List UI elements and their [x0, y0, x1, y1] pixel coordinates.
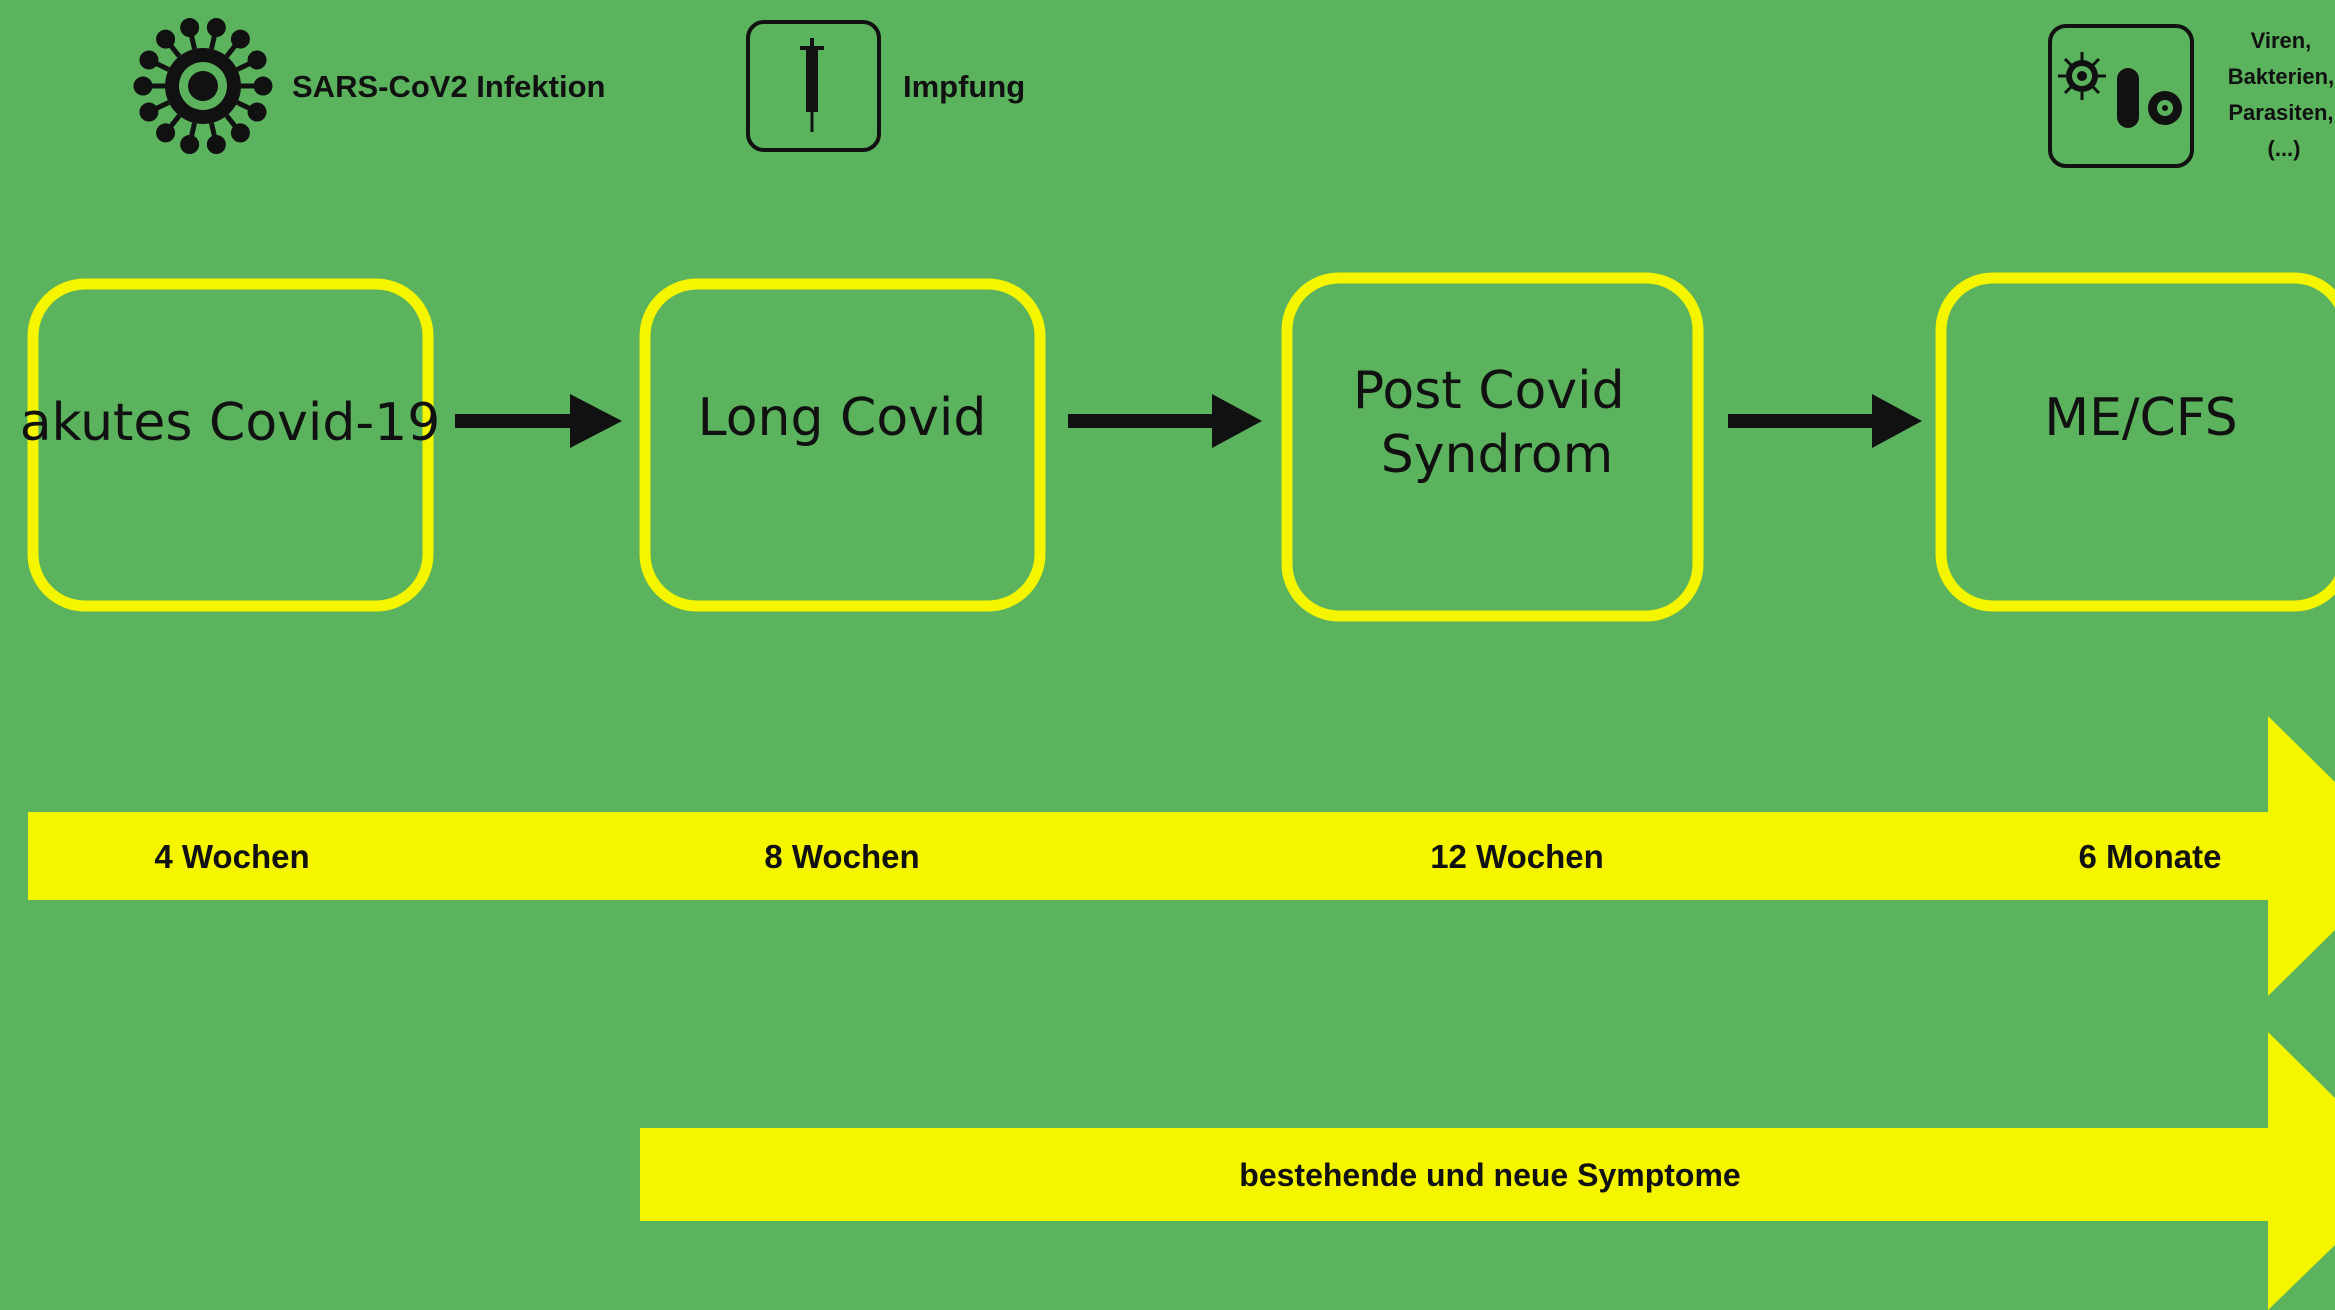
pathogens-line-etc: (...) [2268, 136, 2301, 161]
stage-box-mecfs: ME/CFS [1935, 272, 2335, 612]
pathogens-line-parasites: Parasiten, [2228, 100, 2333, 125]
stage-label-post-covid-line1: Post Covid [1353, 361, 1625, 421]
timeline-band [28, 716, 2335, 996]
timeline-label-12-weeks: 12 Wochen [1430, 838, 1604, 875]
timeline-label-6-months: 6 Monate [2078, 838, 2221, 875]
symptoms-band [640, 1032, 2335, 1310]
stage-label-mecfs: ME/CFS [2044, 388, 2238, 448]
stage-label-post-covid-line2: Syndrom [1381, 425, 1613, 485]
legend-label-pathogens: Viren, Bakterien, Parasiten, (...) [2228, 28, 2335, 161]
stage-label-acute: akutes Covid-19 [20, 393, 441, 453]
stage-box-post-covid: Post Covid Syndrom [1281, 272, 1704, 622]
stage-label-post-covid: Post Covid Syndrom [1353, 361, 1641, 485]
virus-icon [133, 18, 273, 154]
pathogens-icon [2048, 24, 2194, 168]
syringe-icon [746, 20, 881, 152]
flow-arrow-2 [1068, 394, 1262, 448]
flow-arrow-3 [1728, 394, 1922, 448]
legend-label-vaccination: Impfung [903, 69, 1025, 104]
stage-box-long-covid: Long Covid [639, 278, 1046, 612]
legend-label-infection: SARS-CoV2 Infektion [292, 69, 605, 104]
stage-box-acute: akutes Covid-19 [20, 278, 441, 612]
symptoms-label: bestehende und neue Symptome [1239, 1157, 1740, 1193]
flow-arrow-1 [455, 394, 622, 448]
timeline-label-8-weeks: 8 Wochen [764, 838, 919, 875]
timeline-label-4-weeks: 4 Wochen [154, 838, 309, 875]
stage-label-long-covid: Long Covid [698, 388, 987, 448]
pathogens-line-bacteria: Bakterien, [2228, 64, 2334, 89]
pathogens-line-viruses: Viren, [2251, 28, 2312, 53]
